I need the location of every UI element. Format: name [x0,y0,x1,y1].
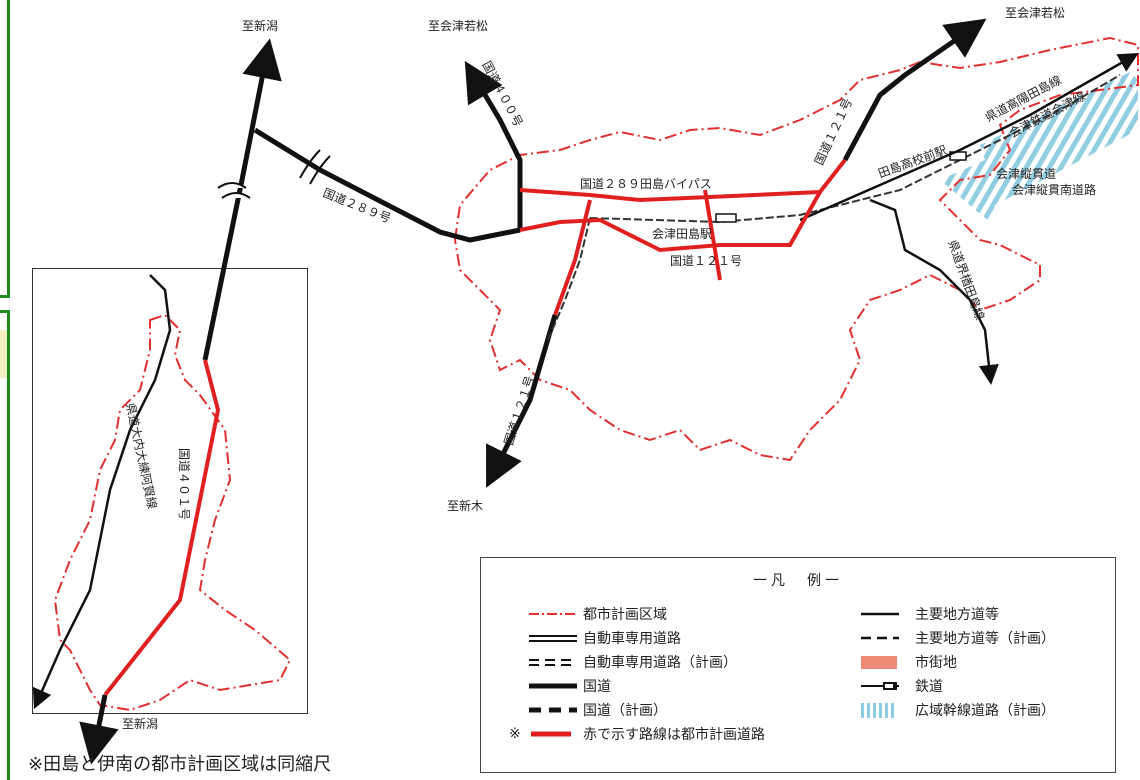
label-dest-niigata-top: 至新潟 [242,18,278,33]
major-road-planned-symbol [853,628,915,648]
legend-item-national-road: 国道 [521,676,611,696]
legend-item-urban-area: 市街地 [853,652,957,672]
label-route-289-bypass: 国道２８９田島バイパス [580,176,712,191]
left-frame-bottom [0,310,10,780]
label-route-121-south: 国道１２１号 [502,374,538,447]
railway-symbol [853,676,915,696]
national-route-121-south [486,314,558,488]
legend-title: 一凡 例一 [753,573,843,589]
legend-label: 国道 [583,679,611,695]
label-dest-imaichi: 至新木 [447,498,483,513]
label-route-401: 国道４０１号 [177,448,191,520]
label-trunk-road: 会津縦貫道 [996,167,1056,181]
legend-label: 赤で示す路線は都市計画道路 [583,727,765,743]
legend-label: 広域幹線道路（計画） [915,703,1055,719]
break-mark-1 [217,182,251,199]
city-planning-road-bypass [519,188,821,203]
pref-road-ouchi [32,274,172,710]
label-station-tajima-koko: 田島高校前駅 [876,142,949,181]
national-road-symbol [521,676,583,696]
footnote: ※田島と伊南の都市計画区域は同縮尺 [28,754,332,775]
legend-label: 市街地 [915,655,957,671]
left-frame-tab[interactable] [0,330,10,378]
label-pref-ouchi: 県道大内大練阿賀線 [123,402,160,511]
label-dest-aizu-wakamatsu-1: 至会津若松 [428,19,488,33]
trunk-road-planned-arrow [940,72,1138,222]
legend-label: 自動車専用道路 [583,631,681,647]
railway-aizu-line [589,74,1121,224]
city-area-symbol [521,604,583,624]
legend-item-city-planning-road: ※ 赤で示す路線は都市計画道路 [509,724,765,744]
pref-road-takahata-tajima [799,53,1139,222]
legend-label: 国道（計画） [583,703,667,719]
national-route-121-north [842,18,987,162]
legend-item-expressway-planned: 自動車専用道路（計画） [521,652,737,672]
legend-label: 主要地方道等 [915,607,999,623]
city-planning-area-tajima [453,36,1139,462]
trunk-road-planned-symbol [853,700,915,720]
station-tajima-marker [715,213,737,223]
city-planning-road-main [519,158,847,253]
label-dest-aizu-wakamatsu-2: 至会津若松 [1005,6,1065,20]
pref-road-tateishi-tajima [869,198,999,385]
legend-item-major-road: 主要地方道等 [853,604,999,624]
national-route-289 [253,127,521,243]
city-planning-road-cross [703,189,722,281]
legend-item-major-road-planned: 主要地方道等（計画） [853,628,1055,648]
legend-item-trunk-road-planned: 広域幹線道路（計画） [853,700,1055,720]
legend-note-mark: ※ [509,726,521,742]
label-route-121-center: 国道１２１号 [670,254,742,268]
legend-item-expressway: 自動車専用道路 [521,628,681,648]
legend-item-city-area: 都市計画区域 [521,604,667,624]
expressway-symbol [521,628,583,648]
city-planning-road-route401 [103,359,221,697]
legend-label: 自動車専用道路（計画） [583,655,737,671]
city-planning-road-symbol [531,724,583,744]
legend-item-national-road-planned: 国道（計画） [521,700,667,720]
city-planning-road-south [553,199,592,316]
inset-map-frame [32,268,308,714]
urban-area-symbol [853,652,915,672]
label-dest-niigata-bottom: 至新潟 [122,716,158,731]
break-mark-2 [299,149,331,185]
legend-panel: 一凡 例一 都市計画区域 主要地方道等 自動車専用道路 主要地方道等（計画） 自… [480,557,1116,773]
legend-item-railway: 鉄道 [853,676,943,696]
legend-label: 都市計画区域 [583,607,667,623]
legend-label: 主要地方道等（計画） [915,631,1055,647]
national-route-400 [464,60,523,230]
label-trunk-road-south: 会津縦貫南道路 [1012,182,1096,197]
road-to-niigata-top [202,38,282,361]
legend-label: 鉄道 [915,679,943,695]
road-to-niigata-bottom [79,694,119,765]
major-road-symbol [853,604,915,624]
expressway-planned-symbol [521,652,583,672]
national-road-planned-symbol [521,700,583,720]
left-frame-top [0,0,10,298]
city-planning-area-inan [53,313,292,712]
label-station-tajima: 会津田島駅 [652,226,712,241]
